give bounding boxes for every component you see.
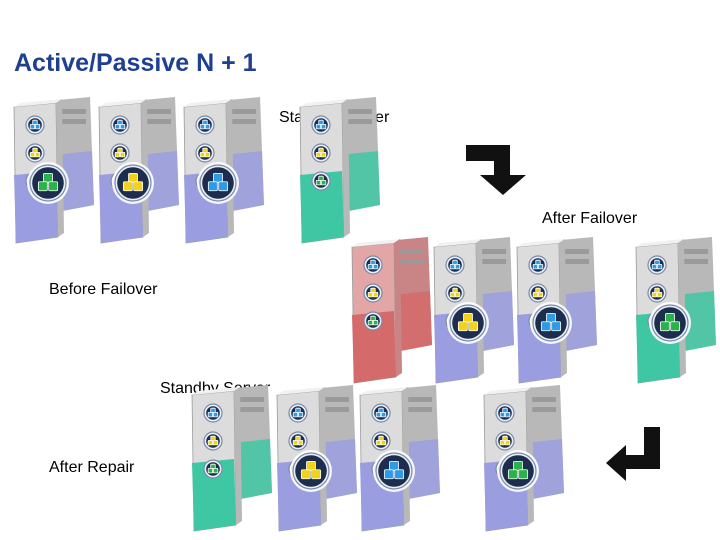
label-after-repair: After Repair (49, 459, 135, 476)
server-tower-icon (183, 97, 264, 244)
arrow-return-icon (606, 427, 660, 481)
server-tower-icon (516, 237, 597, 384)
server-tower-icon (98, 97, 179, 244)
server-tower-icon (433, 237, 514, 384)
server-tower-icon (276, 385, 357, 532)
server-repair-3 (356, 383, 442, 533)
server-tower-icon (483, 385, 564, 532)
server-failover-standby (632, 235, 718, 385)
slide-title: Active/Passive N + 1 (14, 49, 257, 77)
server-tower-icon (299, 97, 380, 244)
server-failover-2 (430, 235, 516, 385)
server-repair-4 (480, 383, 566, 533)
server-tower-icon (635, 237, 716, 384)
server-repair-standby (188, 383, 274, 533)
server-before-standby (296, 95, 382, 245)
server-tower-icon (351, 237, 432, 384)
server-tower-icon (359, 385, 440, 532)
server-failover-3 (513, 235, 599, 385)
server-failover-failed (348, 235, 434, 385)
server-before-2 (95, 95, 181, 245)
server-tower-icon (191, 385, 272, 532)
arrow-down-icon (466, 145, 526, 195)
server-repair-2 (273, 383, 359, 533)
server-before-1 (10, 95, 96, 245)
server-tower-icon (13, 97, 94, 244)
label-after-failover: After Failover (542, 210, 638, 227)
server-before-3 (180, 95, 266, 245)
label-before-failover: Before Failover (49, 281, 158, 298)
